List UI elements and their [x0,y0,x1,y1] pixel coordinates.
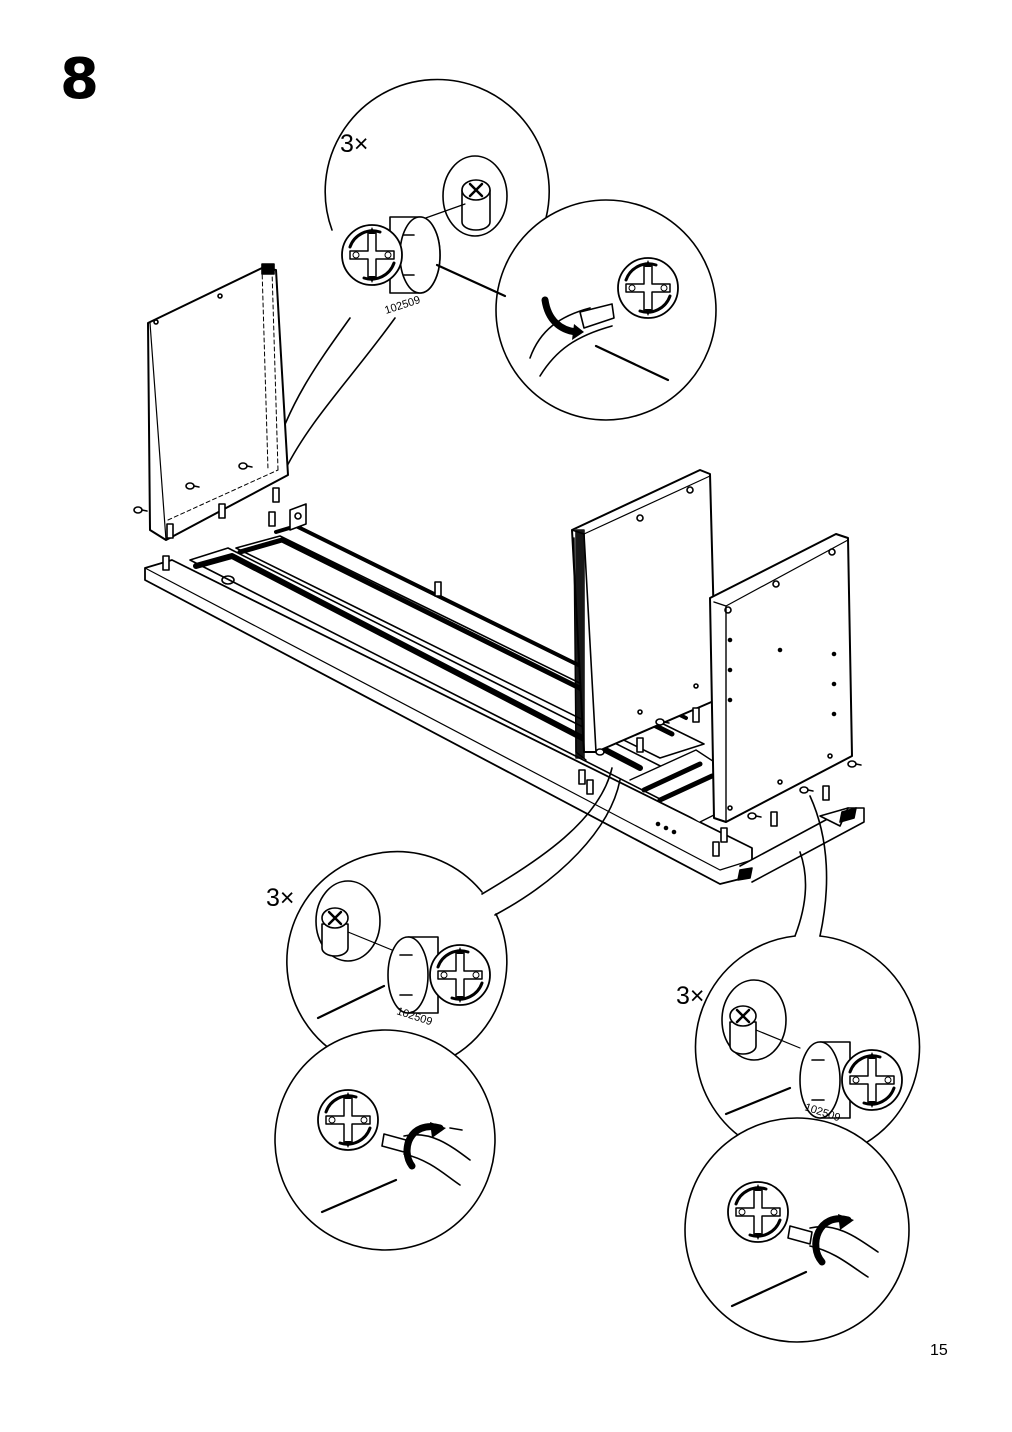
qty-label-bottom-left: 3× [266,884,295,912]
step-number: 8 [60,47,99,112]
detail-bottom-left: 3× 102509 [266,767,621,1251]
furniture-assembly [133,263,865,885]
qty-label-bottom-right: 3× [676,982,705,1010]
qty-label-top: 3× [340,130,369,158]
page-number: 15 [930,1342,948,1359]
detail-bottom-right: 3× 102509 [676,795,921,1343]
detail-top: 3× 102509 [271,78,717,471]
part-number-top: 102509 [383,294,422,317]
